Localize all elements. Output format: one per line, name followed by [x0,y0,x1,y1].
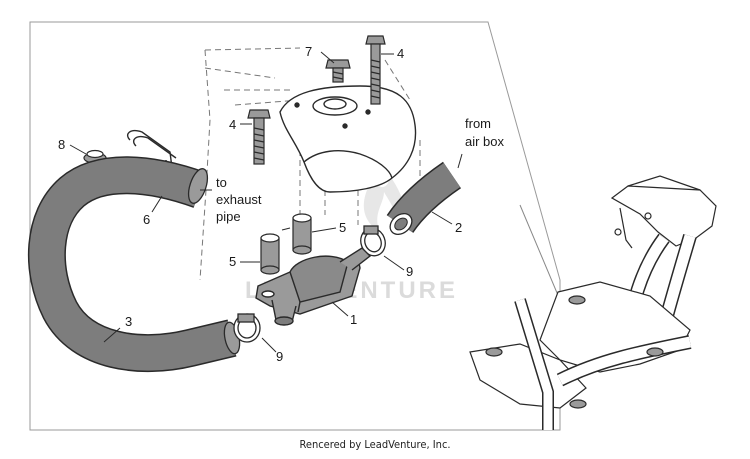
hose-clamp-lower [233,313,261,343]
callout-5-top: 5 [339,220,346,235]
bolt-short-top [325,59,351,83]
exhaust-note-line1: to [216,175,227,190]
hose-clamp-upper [360,225,386,257]
callout-labels: 7 4 4 8 6 2 5 5 5 9 3 1 9 [58,44,462,364]
leader-lines [69,51,463,353]
callout-5-mid: 5 [229,254,236,269]
engine-outline [199,47,421,281]
airbox-note-line2: air box [465,134,505,149]
airbox-note-line1: from [465,116,491,131]
short-hose [386,161,462,235]
spacer-left [260,233,280,275]
bolt-long-left [247,109,271,165]
curved-hose [27,156,241,372]
callout-4-left: 4 [229,117,236,132]
spacer-right [292,213,312,255]
callout-8: 8 [58,137,65,152]
callout-9-upper: 9 [406,264,413,279]
callout-9-lower: 9 [276,349,283,364]
callout-6: 6 [143,212,150,227]
exhaust-note: to exhaust pipe [216,175,262,224]
callout-3: 3 [125,314,132,329]
diagram-frame [29,21,561,431]
airbox-cover [279,85,417,193]
callout-1: 1 [350,312,357,327]
airbox-note: from air box [465,116,505,149]
exhaust-note-line3: pipe [216,209,241,224]
callout-4-top: 4 [397,46,404,61]
chassis-frame [469,175,717,430]
bolt-long-right [365,35,386,105]
render-credit: Rencered by LeadVenture, Inc. [299,438,451,451]
exhaust-note-line2: exhaust [216,192,262,207]
callout-2: 2 [455,220,462,235]
callout-7: 7 [305,44,312,59]
valve-housing [255,247,372,326]
